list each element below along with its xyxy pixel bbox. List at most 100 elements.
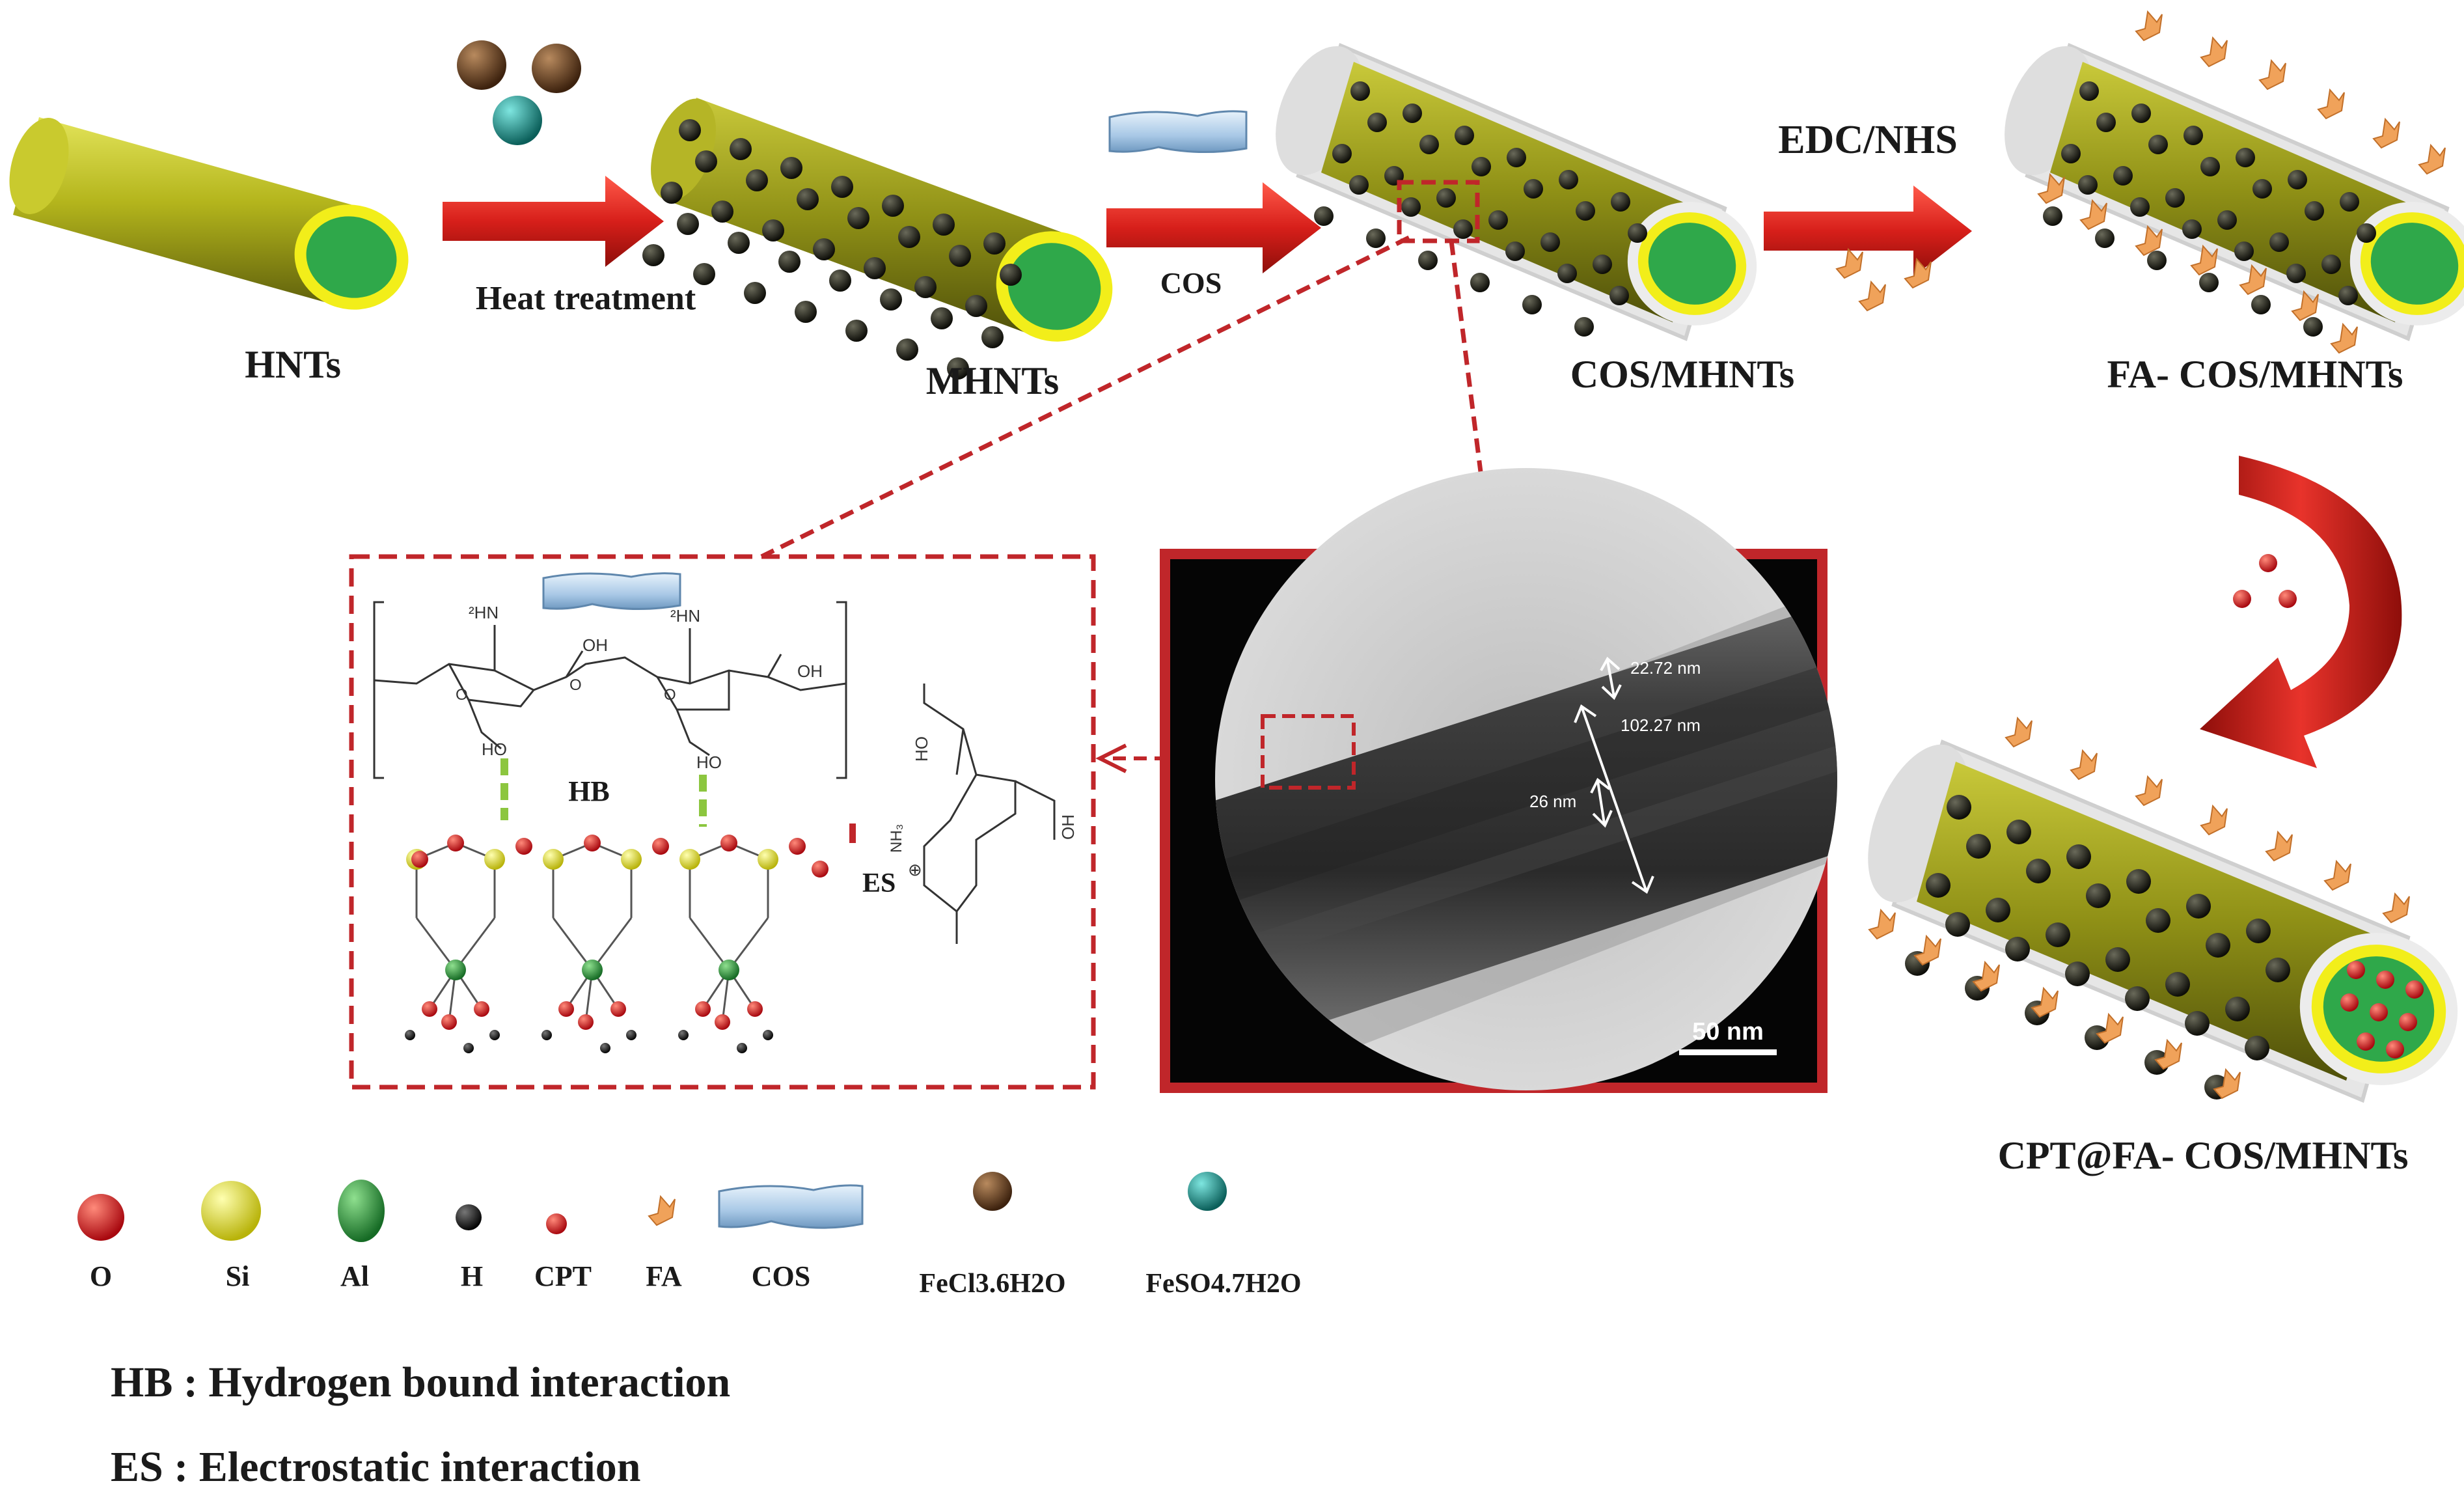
al-atom [719,960,739,980]
fe3o4-particle [1488,210,1508,230]
silicate-bond [454,917,496,971]
legend-silicon-ball [201,1181,261,1241]
fe3o4-particle [1367,113,1387,132]
tem-scale-bar [1679,1049,1777,1055]
fe3o4-particle [2046,922,2070,947]
fe3o4-particle [1000,264,1022,286]
cpt-particle [2370,1003,2388,1021]
fe3o4-particle [2086,883,2111,908]
fe3o4-particle [746,169,768,191]
h-atom [600,1043,610,1053]
legend-feso4-label: FeSO4.7H2O [1145,1269,1301,1299]
o-atom [747,1001,763,1017]
tem-image: 22.72 nm 102.27 nm 26 nm 50 nm [1160,468,1837,1093]
fe3o4-particle [2186,894,2211,919]
fe3o4-particle [795,301,817,323]
fe3o4-particle [2269,232,2289,252]
chem-o-3: O [664,686,676,704]
fe3o4-particle [744,282,766,304]
chem-ho-3: HO [912,736,931,762]
cos-mhnts-label: COS/MHNTs [1570,353,1795,396]
note-hb: HB : Hydrogen bound interaction [111,1359,730,1406]
fe3o4-particle [679,119,701,141]
fe3o4-particle [1524,179,1543,199]
legend-fecl3-label: FeCl3.6H2O [919,1269,1065,1299]
fe3o4-particle [2286,264,2306,283]
fe3o4-particle [2288,170,2307,189]
si-atom [621,849,642,870]
fe3o4-particle [2305,201,2324,221]
fa-group [1869,909,1896,939]
hnts-tube [9,117,409,310]
fe3o4-particle [797,188,819,210]
al-atom [445,960,466,980]
fa-group [2324,861,2351,891]
fe3o4-particle [2266,958,2290,982]
fe3o4-particle [762,219,784,242]
cpt-particle [2399,1013,2417,1031]
mhnts-tube [651,98,1113,342]
edc-nhs-arrow [1764,186,1972,277]
legend-h-label: H [461,1260,483,1292]
fe3o4-particle [1557,264,1577,283]
fe3o4-particle [2217,210,2237,230]
fe3o4-particle [1314,206,1334,226]
o-atom [695,1001,711,1017]
fa-group [2070,750,2098,780]
fe3o4-particle [2148,135,2168,154]
fe3o4-particle [1436,188,1456,208]
o-atom [584,835,601,851]
fa-cos-mhnts-particles [2043,81,2376,337]
fe3o4-particle [1332,144,1352,163]
fe3o4-particle [981,326,1004,348]
fa-group [2418,145,2446,174]
fe3o4-particle [1403,104,1422,123]
fe3o4-particle [1559,170,1578,189]
chem-plus: ⊕ [908,860,922,879]
cos-mhnts-tube [1276,42,1757,342]
halloysite-silicate-framework [405,835,828,1053]
fe3o4-particle [831,176,853,198]
fa-group [2135,776,2163,806]
fe3o4-particle [642,244,664,266]
fe3o4-particle [1366,228,1386,248]
fe3o4-particle [1472,157,1491,176]
fe3o4-particle [933,214,955,236]
tem-scale-label: 50 nm [1692,1018,1764,1045]
fe3o4-particle [2065,961,2090,986]
fe3o4-particle [1609,286,1629,305]
iron-salt-balls [457,40,581,145]
fe3o4-particle [1540,232,1560,252]
chem-ho-2: HO [696,753,722,772]
fe3o4-particle [1453,219,1473,239]
h-atom [541,1030,552,1040]
h-atom [626,1030,637,1040]
fe3o4-particle [2182,219,2202,239]
fe3o4-particle [2321,255,2341,274]
legend-cpt-label: CPT [534,1260,592,1292]
fe3o4-particle [880,288,902,311]
fe3o4-particle [896,339,918,361]
cpt-fa-cos-mhnts-particles [1905,795,2290,1100]
fe3o4-particle [1574,317,1594,337]
fe3o4-particle [1576,201,1595,221]
legend-cos-label: COS [752,1260,810,1292]
chem-nh3: NH₃ [888,824,905,853]
fa-group [2383,893,2410,923]
o-atom [411,851,428,868]
legend-aluminum-ball [338,1180,385,1242]
fe3o4-particle [947,357,969,380]
fe3o4-particle [813,238,835,260]
fe3o4-particle [949,245,971,267]
fe3o4-particle [2005,937,2030,961]
heat-arrow [443,176,664,267]
legend-oxygen-ball [77,1194,124,1241]
fa-group [1914,935,1941,965]
h-atom [678,1030,689,1040]
chem-ho-1: HO [482,740,507,759]
legend-feso4-ball [1188,1172,1227,1211]
fe3o4-particle [1349,175,1369,195]
o-atom [578,1014,594,1030]
h-atom [489,1030,500,1040]
legend-fa-label: FA [646,1260,682,1292]
